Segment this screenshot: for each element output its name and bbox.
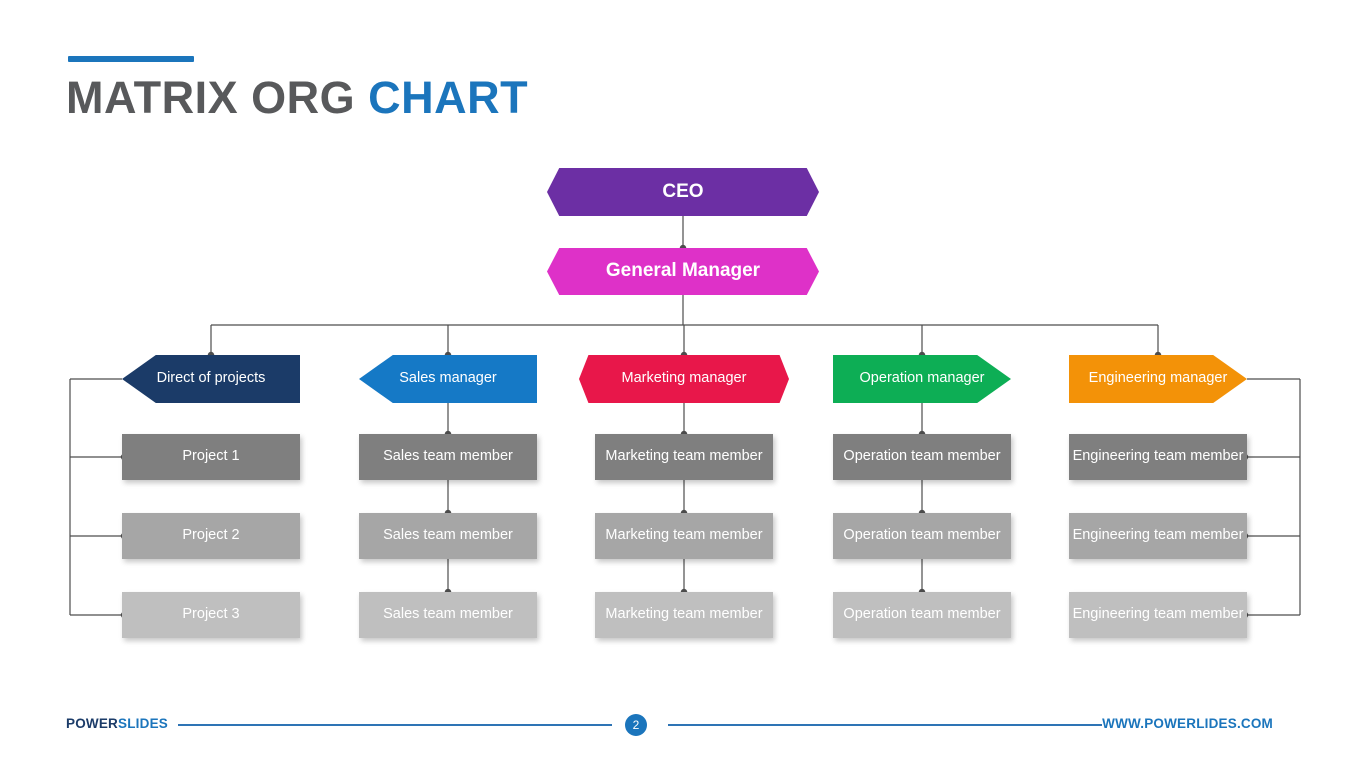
team-cell-label: Project 3 xyxy=(182,606,240,623)
team-cell-label: Operation team member xyxy=(843,448,1001,465)
node-general-manager[interactable]: General Manager xyxy=(547,248,819,295)
node-engineering-manager-label: Engineering manager xyxy=(1088,370,1228,387)
team-cell-label: Marketing team member xyxy=(605,448,763,465)
node-marketing-manager[interactable]: Marketing manager xyxy=(579,355,789,403)
footer-divider-right xyxy=(668,724,1102,726)
footer-brand: POWERSLIDES xyxy=(66,716,168,731)
team-cell-label: Sales team member xyxy=(383,448,513,465)
title-accent-bar xyxy=(68,56,194,62)
team-cell[interactable]: Marketing team member xyxy=(595,592,773,638)
page-title-main: MATRIX ORG xyxy=(66,72,356,123)
node-direct-of-projects-label: Direct of projects xyxy=(156,370,266,387)
node-direct-of-projects[interactable]: Direct of projects xyxy=(122,355,300,403)
team-cell[interactable]: Project 2 xyxy=(122,513,300,559)
footer-brand-part1: POWER xyxy=(66,716,119,731)
team-cell[interactable]: Marketing team member xyxy=(595,513,773,559)
node-sales-manager-label: Sales manager xyxy=(399,370,497,387)
team-cell[interactable]: Operation team member xyxy=(833,434,1011,480)
team-cell[interactable]: Operation team member xyxy=(833,592,1011,638)
page-title: MATRIX ORG CHART xyxy=(66,72,528,124)
node-ceo-label: CEO xyxy=(662,180,704,202)
team-cell[interactable]: Sales team member xyxy=(359,434,537,480)
node-general-manager-label: General Manager xyxy=(605,260,761,282)
footer-divider-left xyxy=(178,724,612,726)
page-title-accent: CHART xyxy=(368,72,529,123)
team-cell[interactable]: Sales team member xyxy=(359,592,537,638)
footer-website-link[interactable]: WWW.POWERLIDES.COM xyxy=(1102,716,1273,731)
page-number-badge: 2 xyxy=(625,714,647,736)
team-cell-label: Marketing team member xyxy=(605,606,763,623)
team-cell[interactable]: Project 3 xyxy=(122,592,300,638)
team-cell[interactable]: Engineering team member xyxy=(1069,592,1247,638)
team-cell-label: Engineering team member xyxy=(1072,448,1244,465)
node-engineering-manager[interactable]: Engineering manager xyxy=(1069,355,1247,403)
team-cell-label: Sales team member xyxy=(383,606,513,623)
node-operation-manager[interactable]: Operation manager xyxy=(833,355,1011,403)
team-cell-label: Operation team member xyxy=(843,527,1001,544)
team-cell[interactable]: Marketing team member xyxy=(595,434,773,480)
team-cell[interactable]: Sales team member xyxy=(359,513,537,559)
team-cell[interactable]: Operation team member xyxy=(833,513,1011,559)
team-cell[interactable]: Engineering team member xyxy=(1069,434,1247,480)
team-cell-label: Engineering team member xyxy=(1072,527,1244,544)
node-ceo[interactable]: CEO xyxy=(547,168,819,216)
team-cell-label: Marketing team member xyxy=(605,527,763,544)
team-cell-label: Sales team member xyxy=(383,527,513,544)
footer-brand-part2: SLIDES xyxy=(118,716,168,731)
node-marketing-manager-label: Marketing manager xyxy=(621,370,747,387)
team-cell[interactable]: Engineering team member xyxy=(1069,513,1247,559)
team-cell-label: Project 2 xyxy=(182,527,240,544)
team-cell-label: Operation team member xyxy=(843,606,1001,623)
node-operation-manager-label: Operation manager xyxy=(859,370,985,387)
team-cell-label: Engineering team member xyxy=(1072,606,1244,623)
team-cell[interactable]: Project 1 xyxy=(122,434,300,480)
node-sales-manager[interactable]: Sales manager xyxy=(359,355,537,403)
team-cell-label: Project 1 xyxy=(182,448,240,465)
